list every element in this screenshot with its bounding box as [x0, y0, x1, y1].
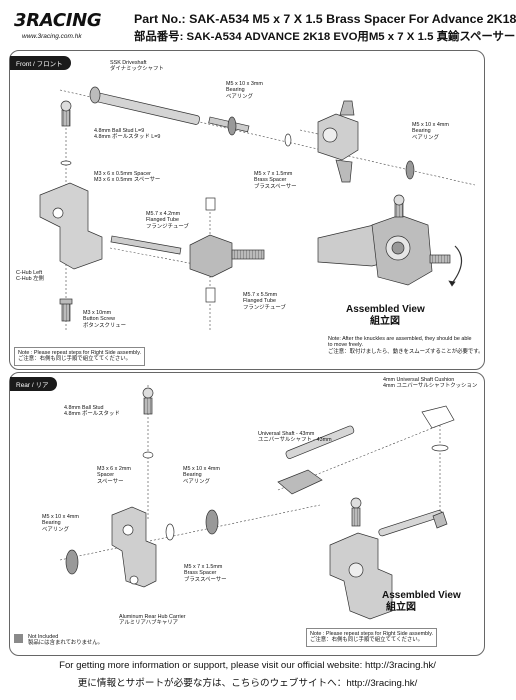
label-line: Button Screw: [83, 316, 116, 323]
label-line: M3 x 6 x 2mm: [97, 466, 131, 472]
note-line: ご注意：右側も同じ手順で組立ててください。: [18, 356, 132, 363]
rear-section-label: Rear / リア: [10, 377, 57, 391]
part-title-jp: 部品番号: SAK-A534 ADVANCE 2K18 EVO用M5 x 7 X…: [134, 31, 516, 43]
label-bearing-rear-a: M5 x 10 x 4mm Bearing ベアリング: [183, 466, 220, 485]
footer-line-en: For getting more information or support,…: [59, 660, 436, 671]
label-line: ボタンスクリュー: [83, 322, 127, 329]
label-line: 4.8mm Ball Stud L=9: [94, 128, 145, 134]
label-line: M5.7 x 5.5mm: [243, 292, 278, 298]
label-line: ブラススペーサー: [254, 183, 297, 190]
label-ball-stud-rear: 4.8mm Ball Stud 4.8mm ボールスタッド: [64, 405, 120, 418]
label-line: Brass Spacer: [184, 570, 217, 577]
label-line: 4.8mm ボールスタッド L=9: [94, 134, 161, 141]
label-line: ダイナミックシャフト: [110, 66, 164, 73]
label-line: C-Hub Left: [16, 270, 43, 276]
front-repeat-note: Note : Please repeat steps for Right Sid…: [14, 347, 146, 366]
label-line: M5.7 x 4.2mm: [146, 211, 181, 217]
rear-assembled-view: Assembled View 組立図: [382, 590, 461, 614]
label-bearing-rear-b: M5 x 10 x 4mm Bearing ベアリング: [42, 514, 79, 533]
label-line: M5 x 7 x 1.5mm: [184, 564, 223, 570]
legend-line: Not Included: [28, 634, 59, 640]
label-line: M5 x 10 x 3mm: [226, 81, 263, 87]
logo-text: 3RACING: [14, 10, 102, 31]
label-line: M5 x 10 x 4mm: [42, 514, 79, 520]
not-included-swatch: [14, 634, 23, 643]
note-line: ご注意：右側も同じ手順で組立ててください。: [310, 637, 424, 644]
label-line: ベアリング: [42, 526, 69, 533]
label-ball-stud-front: 4.8mm Ball Stud L=9 4.8mm ボールスタッド L=9: [94, 128, 160, 141]
label-spacer-2mm: M3 x 6 x 2mm Spacer スペーサー: [97, 466, 131, 485]
front-panel: [9, 50, 485, 370]
label-line: Flanged Tube: [243, 298, 276, 305]
label-line: Flanged Tube: [146, 217, 179, 224]
label-line: ブラススペーサー: [184, 576, 227, 583]
note-line: to move freely.: [328, 342, 363, 349]
label-line: アルミリアハブキャリア: [119, 620, 179, 627]
label-line: M5 x 10 x 4mm: [412, 122, 449, 128]
label-line: Universal Shaft - 43mm: [258, 431, 315, 437]
rear-panel: [9, 372, 485, 656]
label-bearing-4mm-front: M5 x 10 x 4mm Bearing ベアリング: [412, 122, 449, 141]
label-line: Spacer: [97, 472, 115, 479]
assembled-title: Assembled View: [382, 590, 461, 601]
label-line: C-Hub 左側: [16, 276, 44, 283]
knuckle-note: Note: After the knuckles are assembled, …: [328, 336, 484, 356]
label-line: ベアリング: [412, 134, 439, 141]
label-line: ベアリング: [226, 93, 253, 100]
label-line: 4mm ユニバーサルシャフトクッション: [383, 383, 478, 390]
exploded-diagram: [39, 86, 476, 620]
label-line: Bearing: [183, 472, 202, 479]
label-line: 4.8mm ボールスタッド: [64, 411, 120, 418]
assembled-title-jp: 組立図: [386, 602, 416, 613]
legend-line: 製品には含まれておりません。: [28, 640, 103, 647]
assembled-title: Assembled View: [346, 304, 425, 315]
label-cushion: 4mm Universal Shaft Cushion 4mm ユニバーサルシャ…: [383, 377, 477, 390]
label-line: M5 x 10 x 4mm: [183, 466, 220, 472]
label-line: M3 x 6 x 0.5mm Spacer: [94, 171, 151, 177]
label-line: M3 x 10mm: [83, 310, 112, 316]
label-brass-spacer-rear: M5 x 7 x 1.5mm Brass Spacer ブラススペーサー: [184, 564, 227, 583]
label-line: フランジチューブ: [146, 223, 189, 230]
label-flanged-tube-55: M5.7 x 5.5mm Flanged Tube フランジチューブ: [243, 292, 286, 311]
label-flanged-tube-42: M5.7 x 4.2mm Flanged Tube フランジチューブ: [146, 211, 189, 230]
label-universal-shaft: Universal Shaft - 43mm ユニバーサルシャフト - 43mm: [258, 431, 332, 444]
label-c-hub: C-Hub Left C-Hub 左側: [16, 270, 44, 283]
label-line: 4mm Universal Shaft Cushion: [383, 377, 455, 383]
label-brass-spacer-front: M5 x 7 x 1.5mm Brass Spacer ブラススペーサー: [254, 171, 297, 190]
label-line: スペーサー: [97, 478, 124, 485]
label-line: M3 x 6 x 0.5mm スペーサー: [94, 177, 161, 184]
assembled-title-jp: 組立図: [370, 316, 400, 327]
label-line: SSK Driveshaft: [110, 60, 147, 66]
front-parts: [39, 86, 463, 322]
label-line: Aluminum Rear Hub Carrier: [119, 614, 186, 620]
not-included-legend: Not Included 製品には含まれておりません。: [28, 634, 103, 647]
label-driveshaft: SSK Driveshaft ダイナミックシャフト: [110, 60, 164, 73]
note-line: ご注意：取付けましたら、動きをスムーズすることが必要です。: [328, 348, 484, 355]
label-line: Bearing: [42, 520, 61, 527]
label-line: ベアリング: [183, 478, 210, 485]
part-title-en: Part No.: SAK-A534 M5 x 7 X 1.5 Brass Sp…: [134, 12, 516, 26]
brand-logo: 3RACING www.3racing.com.hk: [8, 8, 130, 48]
label-line: Brass Spacer: [254, 177, 287, 184]
label-line: Bearing: [226, 87, 245, 94]
label-line: ユニバーサルシャフト - 43mm: [258, 437, 332, 444]
label-spacer-05: M3 x 6 x 0.5mm Spacer M3 x 6 x 0.5mm スペー…: [94, 171, 160, 184]
label-button-screw: M3 x 10mm Button Screw ボタンスクリュー: [83, 310, 126, 329]
label-line: Bearing: [412, 128, 431, 135]
rear-repeat-note: Note : Please repeat steps for Right Sid…: [306, 628, 438, 647]
label-bearing-3mm: M5 x 10 x 3mm Bearing ベアリング: [226, 81, 263, 100]
note-line: Note : Please repeat steps for Right Sid…: [18, 350, 142, 356]
front-section-label: Front / フロント: [10, 56, 71, 70]
rear-parts: [65, 387, 455, 620]
label-line: フランジチューブ: [243, 304, 286, 311]
note-line: Note: After the knuckles are assembled, …: [328, 336, 472, 342]
logo-url: www.3racing.com.hk: [22, 33, 82, 40]
label-hub-carrier: Aluminum Rear Hub Carrier アルミリアハブキャリア: [119, 614, 186, 627]
footer-line-jp: 更に情報とサポートが必要な方は、こちらのウェブサイトへ：http://3raci…: [77, 678, 418, 689]
label-line: M5 x 7 x 1.5mm: [254, 171, 293, 177]
front-assembled-view: Assembled View 組立図: [346, 304, 425, 328]
note-line: Note : Please repeat steps for Right Sid…: [310, 631, 434, 637]
label-line: 4.8mm Ball Stud: [64, 405, 104, 411]
